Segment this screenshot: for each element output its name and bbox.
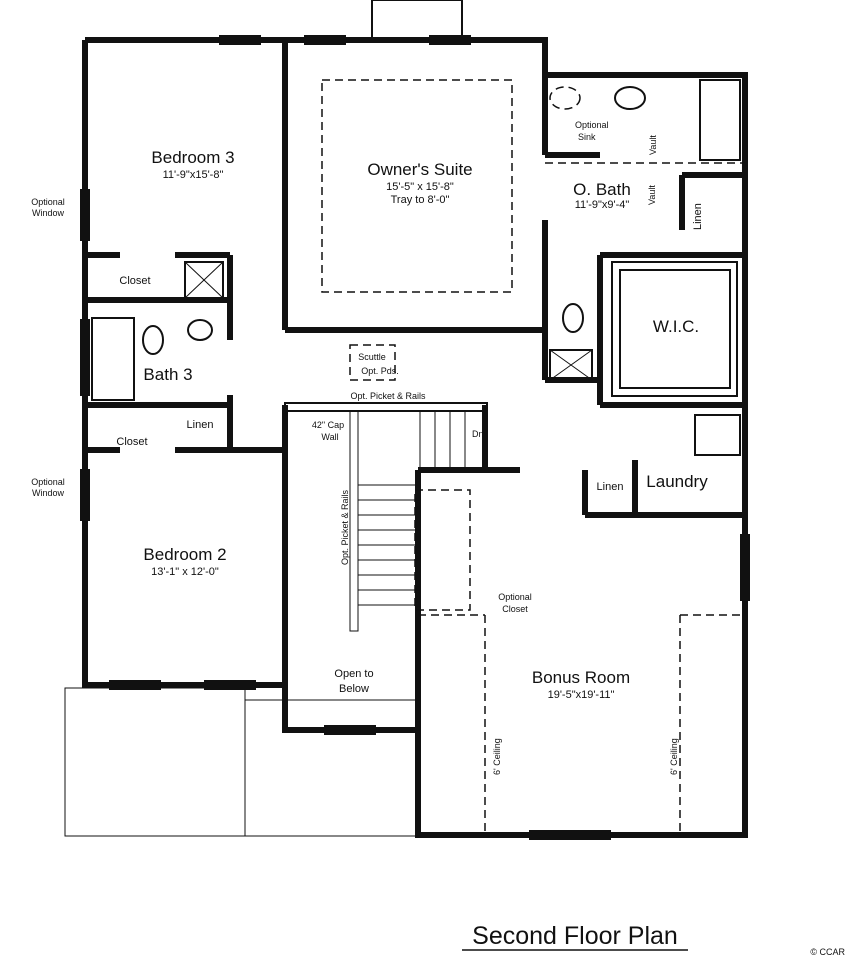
bedroom2-name: Bedroom 2 — [143, 545, 226, 564]
watermark: © CCAR — [810, 947, 845, 957]
optional-window-label-1b: Window — [32, 208, 65, 218]
optional-window-label-2b: Window — [32, 488, 65, 498]
bedroom2-size: 13'-1" x 12'-0" — [151, 566, 219, 578]
owners-suite-name: Owner's Suite — [367, 160, 472, 179]
optional-window-label-1a: Optional — [31, 197, 65, 207]
cap-wall-label-1: 42" Cap — [312, 420, 344, 430]
optional-closet-label-2: Closet — [502, 604, 528, 614]
windows — [80, 0, 750, 840]
picket-rails-label: Opt. Picket & Rails — [350, 391, 426, 401]
owners-suite-tray: Tray to 8'-0" — [391, 194, 450, 206]
bath3-name: Bath 3 — [143, 365, 192, 384]
o-bath-name: O. Bath — [573, 180, 631, 199]
closet-label-bed3: Closet — [119, 275, 150, 287]
stairs — [358, 411, 466, 606]
closet-label-bed2: Closet — [116, 436, 147, 448]
down-label: Dn — [472, 429, 484, 439]
ceiling-label-right: 6' Ceiling — [669, 738, 679, 775]
bedroom3-size: 11'-9"x15'-8" — [163, 169, 224, 181]
fixtures — [91, 79, 741, 456]
optional-sink-label-1: Optional — [575, 120, 609, 130]
linen-label-bath3: Linen — [187, 419, 214, 431]
linen-label-laundry: Linen — [597, 481, 624, 493]
bonus-room-name: Bonus Room — [532, 668, 630, 687]
bedroom3-name: Bedroom 3 — [151, 148, 234, 167]
linen-label-obath: Linen — [692, 203, 704, 230]
owners-suite-size: 15'-5" x 15'-8" — [386, 181, 454, 193]
picket-rails-vertical-label: Opt. Picket & Rails — [340, 489, 350, 565]
o-bath-size: 11'-9"x9'-4" — [575, 199, 630, 211]
bonus-room-size: 19'-5"x19'-11" — [548, 689, 615, 701]
laundry-name: Laundry — [646, 472, 708, 491]
optional-window-label-2a: Optional — [31, 477, 65, 487]
scuttle-label: Scuttle — [358, 352, 386, 362]
open-below-label-2: Below — [339, 683, 369, 695]
ceiling-label-left: 6' Ceiling — [492, 738, 502, 775]
opt-pds-label: Opt. Pds. — [361, 366, 399, 376]
optional-sink-label-2: Sink — [578, 132, 596, 142]
wic-name: W.I.C. — [653, 317, 699, 336]
cap-wall-label-2: Wall — [321, 432, 338, 442]
plan-title: Second Floor Plan — [472, 922, 678, 950]
vault-label-2: Vault — [647, 185, 657, 205]
open-below-label-1: Open to — [334, 668, 373, 680]
vault-label-1: Vault — [648, 135, 658, 155]
optional-closet-label-1: Optional — [498, 592, 532, 602]
